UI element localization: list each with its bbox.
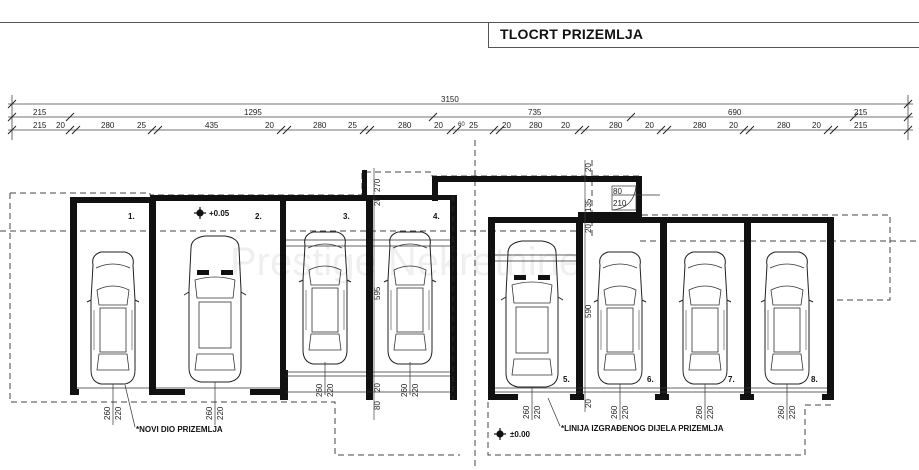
bay-lines: [77, 185, 827, 400]
parking-space-8-label: 8.: [811, 375, 818, 384]
svg-text:595: 595: [373, 286, 382, 300]
level-marker-upper: +0.05: [194, 207, 230, 219]
depth-outer: 260: [103, 406, 112, 420]
dim-r3: 280: [777, 121, 791, 130]
depth-inner: 220: [114, 406, 123, 420]
dim-r3: 20: [502, 121, 511, 130]
dim-r2-2: 735: [528, 108, 542, 117]
dim-r3: 280: [609, 121, 623, 130]
svg-text:260: 260: [777, 405, 786, 419]
dim-r3: 280: [529, 121, 543, 130]
svg-text:260: 260: [315, 383, 324, 397]
svg-text:270: 270: [373, 178, 382, 192]
svg-text:20: 20: [584, 224, 593, 233]
note-new-part: *NOVI DIO PRIZEMLJA: [136, 425, 223, 434]
parking-space-1-label: 1.: [128, 212, 135, 221]
parking-space-3-label: 3.: [343, 212, 350, 221]
level-marker-lower: ±0.00: [494, 428, 531, 440]
dim-r3: 215: [33, 121, 47, 130]
svg-text:±0.00: ±0.00: [510, 430, 531, 439]
parking-space-5-label: 5.: [563, 375, 570, 384]
svg-text:220: 220: [621, 405, 630, 419]
dim-r3: 25: [469, 121, 478, 130]
dimension-texts: 3150 215 1295 735 690 215 215 20 280 25 …: [33, 95, 868, 130]
dim-r3: 280: [398, 121, 412, 130]
parking-space-7-label: 7.: [728, 375, 735, 384]
dim-r3: 280: [101, 121, 115, 130]
svg-text:20: 20: [584, 399, 593, 408]
level-crosshair-icon: [194, 207, 206, 219]
svg-text:220: 220: [788, 405, 797, 419]
note-built-line: *LINIJA IZGRAĐENOG DIJELA PRIZEMLJA: [561, 424, 724, 433]
dim-r3: 20: [561, 121, 570, 130]
dashed-outlines: [0, 140, 919, 470]
dim-r3: 20: [645, 121, 654, 130]
parking-space-2-label: 2.: [255, 212, 262, 221]
svg-text:20: 20: [584, 163, 593, 172]
dim-r3: 20: [265, 121, 274, 130]
svg-text:260: 260: [205, 406, 214, 420]
svg-text:220: 220: [326, 383, 335, 397]
dim-r3: 20: [729, 121, 738, 130]
svg-text:20: 20: [373, 197, 382, 206]
svg-text:80: 80: [613, 187, 622, 196]
svg-text:590: 590: [584, 304, 593, 318]
dim-r3: 215: [854, 121, 868, 130]
dim-r3: 25: [348, 121, 357, 130]
svg-text:135: 135: [584, 198, 593, 212]
dim-overall: 3150: [441, 95, 459, 104]
svg-text:+0.05: +0.05: [209, 209, 230, 218]
title-frame: [0, 22, 919, 49]
svg-text:220: 220: [411, 383, 420, 397]
dim-r3: 435: [205, 121, 219, 130]
dim-r3: 60: [458, 122, 465, 128]
level-crosshair-icon: [494, 428, 506, 440]
dim-r3: 20: [812, 121, 821, 130]
dim-r2-1: 1295: [244, 108, 262, 117]
dim-r3: 280: [693, 121, 707, 130]
svg-text:260: 260: [610, 405, 619, 419]
svg-text:210: 210: [613, 199, 627, 208]
dim-r2-4: 215: [854, 108, 868, 117]
svg-text:220: 220: [706, 405, 715, 419]
svg-text:260: 260: [400, 383, 409, 397]
svg-text:260: 260: [695, 405, 704, 419]
svg-text:80: 80: [373, 401, 382, 410]
svg-text:220: 220: [533, 405, 542, 419]
svg-text:260: 260: [522, 405, 531, 419]
dim-r2-3: 690: [728, 108, 742, 117]
svg-text:220: 220: [216, 406, 225, 420]
watermark: Prestige Nekretnine: [230, 240, 581, 284]
svg-text:20: 20: [373, 383, 382, 392]
dim-r3: 20: [56, 121, 65, 130]
dimension-lines: [7, 95, 913, 140]
dim-r2-0: 215: [33, 108, 47, 117]
walls: [70, 170, 834, 400]
parking-space-6-label: 6.: [647, 375, 654, 384]
parking-space-4-label: 4.: [433, 212, 440, 221]
drawing-title: TLOCRT PRIZEMLJA: [500, 26, 644, 42]
dim-r3: 20: [434, 121, 443, 130]
dim-r3: 25: [137, 121, 146, 130]
dim-r3: 280: [313, 121, 327, 130]
title-block: [488, 22, 919, 48]
depth-leaders: [112, 362, 788, 428]
